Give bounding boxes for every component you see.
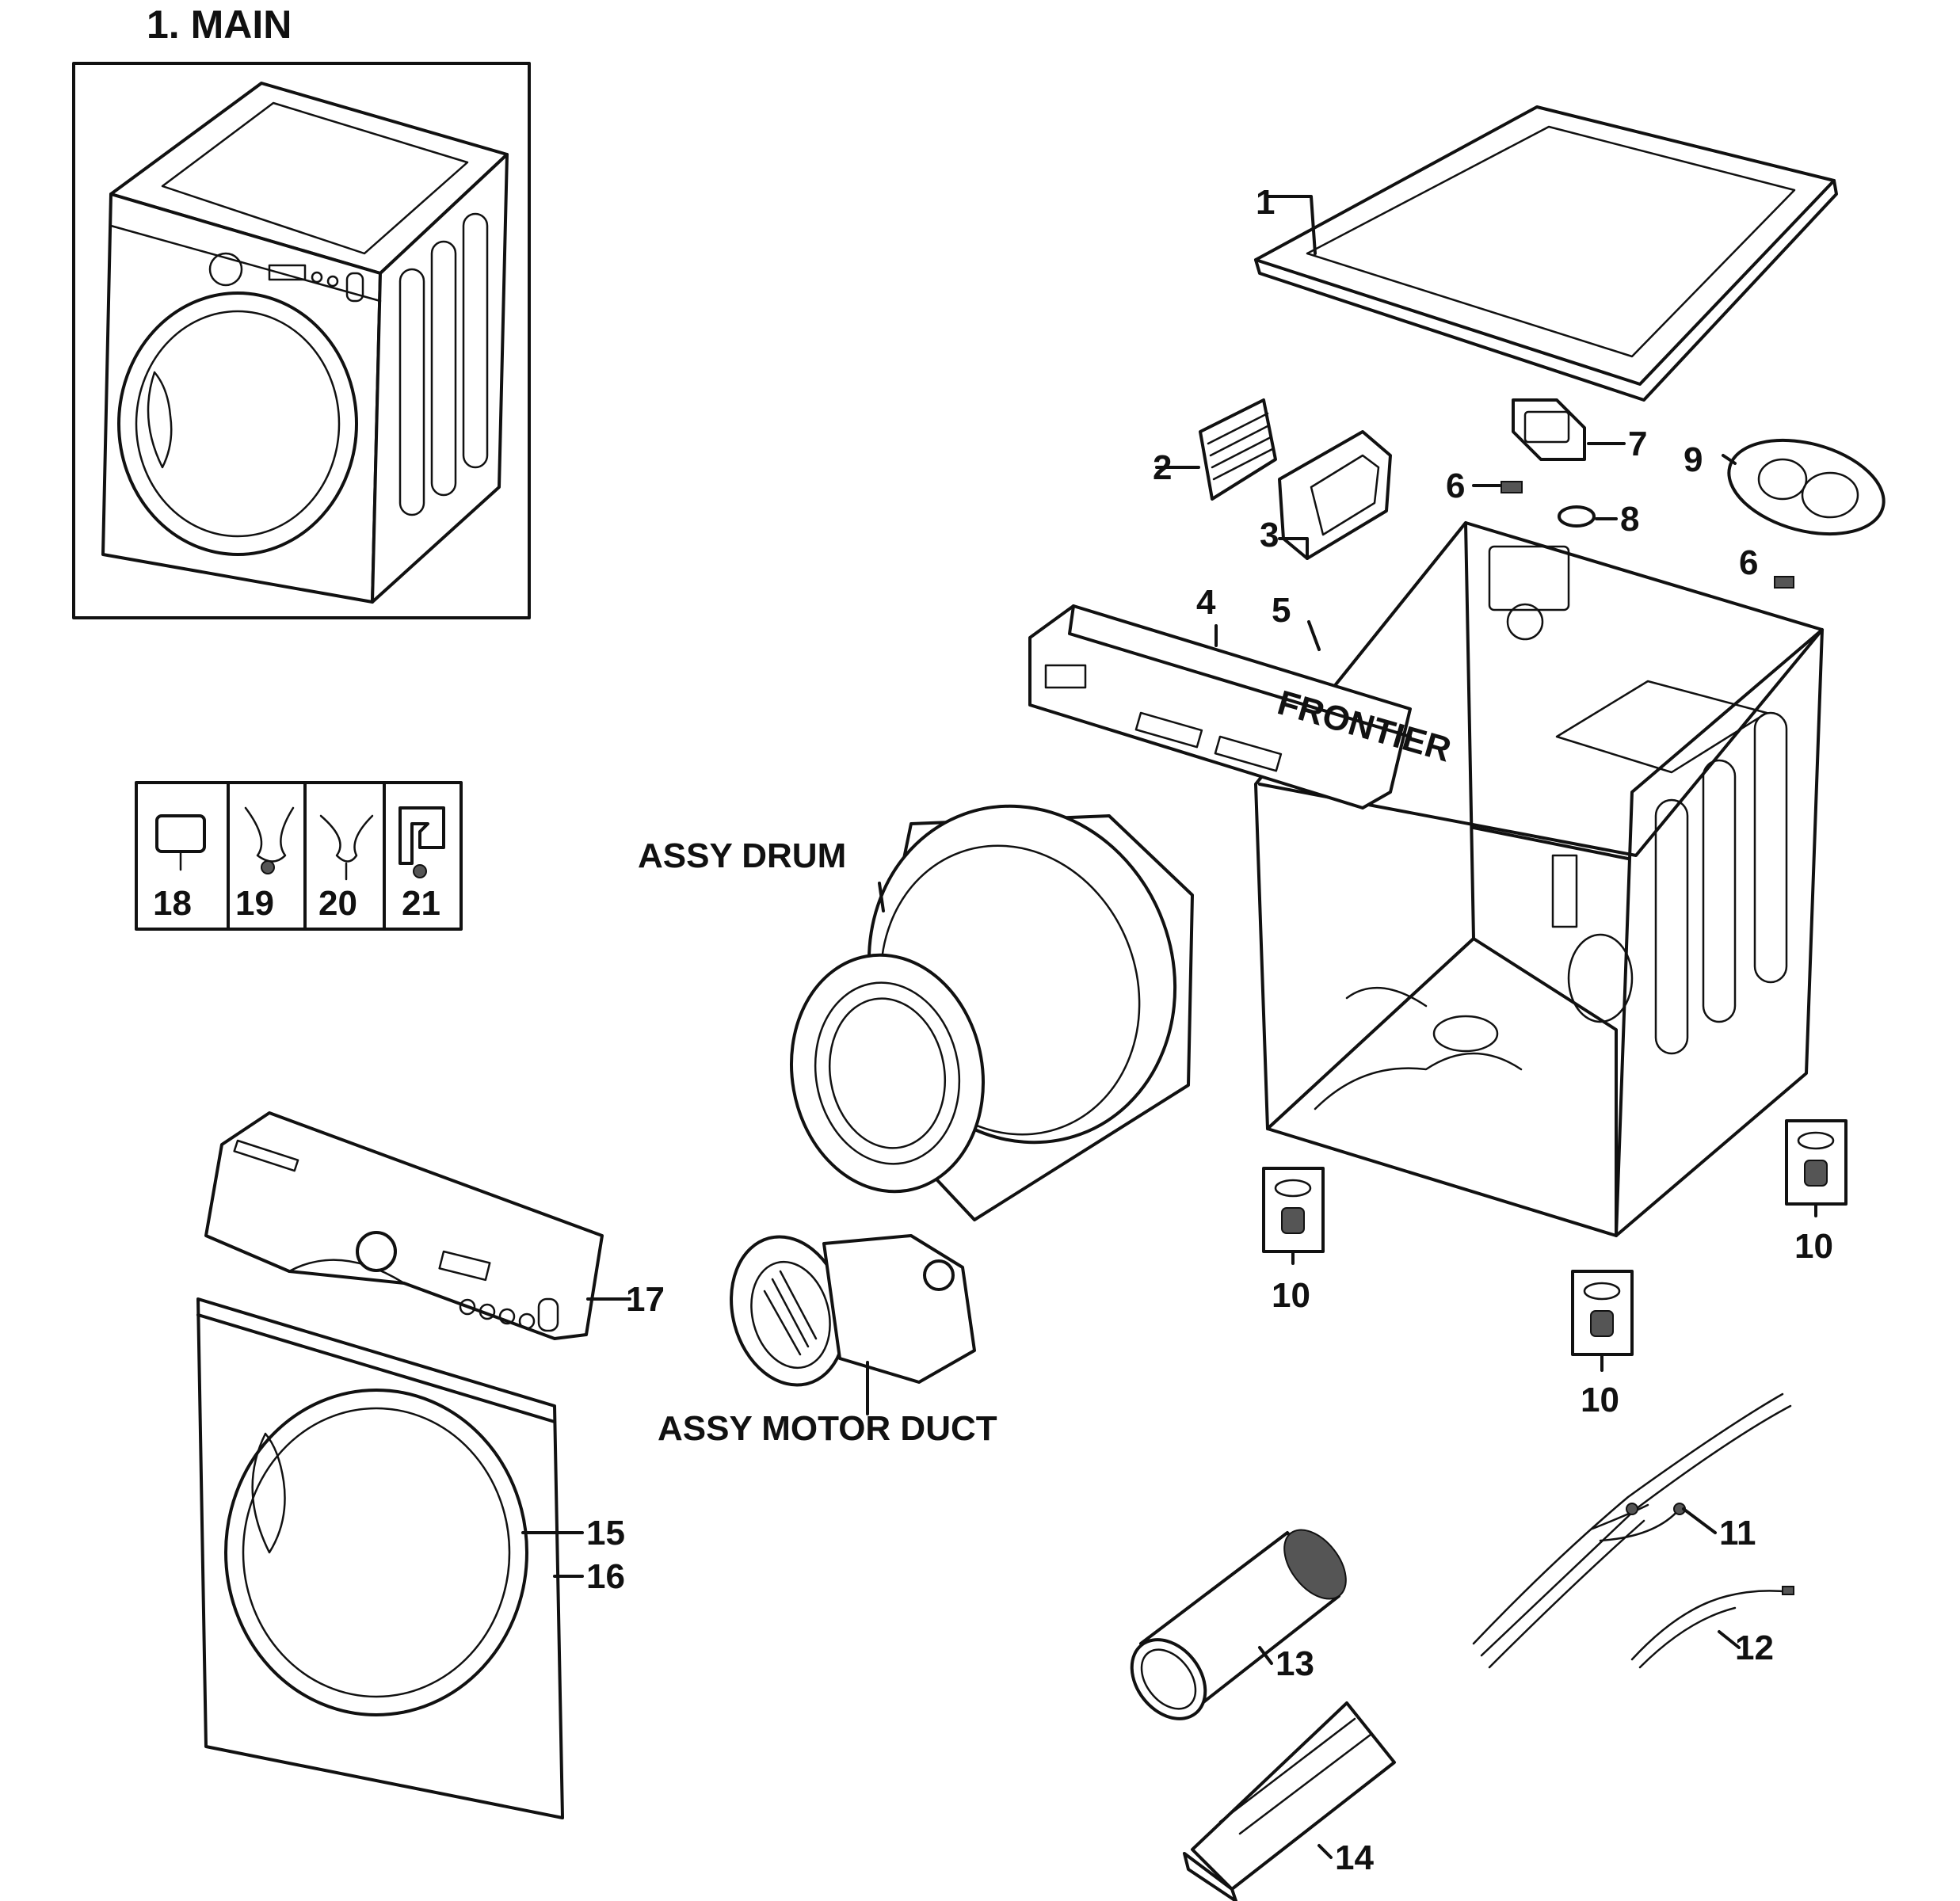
part-6-clip-b: 6	[1739, 543, 1794, 589]
assembled-dryer-view	[72, 62, 531, 619]
part-label-4: 4	[1196, 583, 1216, 622]
part-17-control-panel: 17	[204, 1111, 665, 1340]
part-5-cabinet: 5	[1254, 521, 1824, 1237]
drum-assembly: ASSY DRUM	[638, 804, 1194, 1221]
part-label-16: 16	[586, 1557, 625, 1596]
part-label-6a: 6	[1446, 467, 1465, 505]
assy-drum-label: ASSY DRUM	[638, 836, 846, 875]
clip-20-icon	[319, 814, 374, 863]
clip-fasteners-panel: 18 19 20 21	[135, 781, 463, 931]
part-6-clip-a: 6	[1446, 467, 1523, 505]
part-label-2: 2	[1153, 448, 1172, 487]
clip-18-icon	[155, 814, 206, 853]
part-11-wire-harness: 11	[1472, 1392, 1792, 1669]
part-label-6b: 6	[1739, 543, 1758, 582]
part-label-13: 13	[1276, 1644, 1314, 1683]
part-3-bracket: 3	[1260, 430, 1392, 560]
part-label-10a: 10	[1272, 1276, 1310, 1315]
part-label-19: 19	[235, 884, 274, 923]
part-label-12: 12	[1735, 1629, 1774, 1667]
part-10-foot-a: 10	[1262, 1167, 1325, 1315]
part-10-foot-b: 10	[1785, 1119, 1848, 1266]
part-14-heater-duct: 14	[1183, 1701, 1396, 1901]
part-label-8: 8	[1620, 500, 1639, 539]
assy-motor-duct-label: ASSY MOTOR DUCT	[658, 1409, 997, 1448]
part-label-17: 17	[626, 1280, 665, 1319]
part-2-filter: 2	[1153, 398, 1277, 501]
part-12-small-harness: 12	[1630, 1586, 1794, 1669]
part-label-14: 14	[1335, 1838, 1374, 1877]
motor-duct-assembly: ASSY MOTOR DUCT	[658, 1234, 997, 1448]
part-label-11: 11	[1719, 1514, 1756, 1552]
part-9-oval-cover: 9	[1684, 438, 1886, 536]
clip-21-icon	[398, 806, 445, 865]
part-label-10b: 10	[1794, 1227, 1833, 1266]
part-label-15: 15	[586, 1514, 625, 1552]
part-1-top-cover: 1	[1254, 105, 1838, 402]
part-13-exhaust-duct: 13	[1130, 1529, 1347, 1720]
part-label-3: 3	[1260, 516, 1279, 554]
part-label-10c: 10	[1581, 1381, 1619, 1419]
part-10-foot-c: 10	[1571, 1270, 1634, 1419]
part-label-21: 21	[402, 884, 440, 923]
part-15-door: 15	[224, 1389, 625, 1716]
part-label-9: 9	[1684, 440, 1703, 479]
part-label-18: 18	[153, 884, 192, 923]
part-label-7: 7	[1628, 425, 1647, 463]
clip-19-icon	[244, 806, 295, 863]
part-7-housing: 7	[1512, 398, 1647, 463]
part-8-grommet: 8	[1558, 500, 1639, 539]
part-label-1: 1	[1256, 183, 1275, 222]
part-label-5: 5	[1272, 591, 1291, 630]
part-label-20: 20	[318, 884, 357, 923]
diagram-title: 1. MAIN	[147, 2, 292, 47]
